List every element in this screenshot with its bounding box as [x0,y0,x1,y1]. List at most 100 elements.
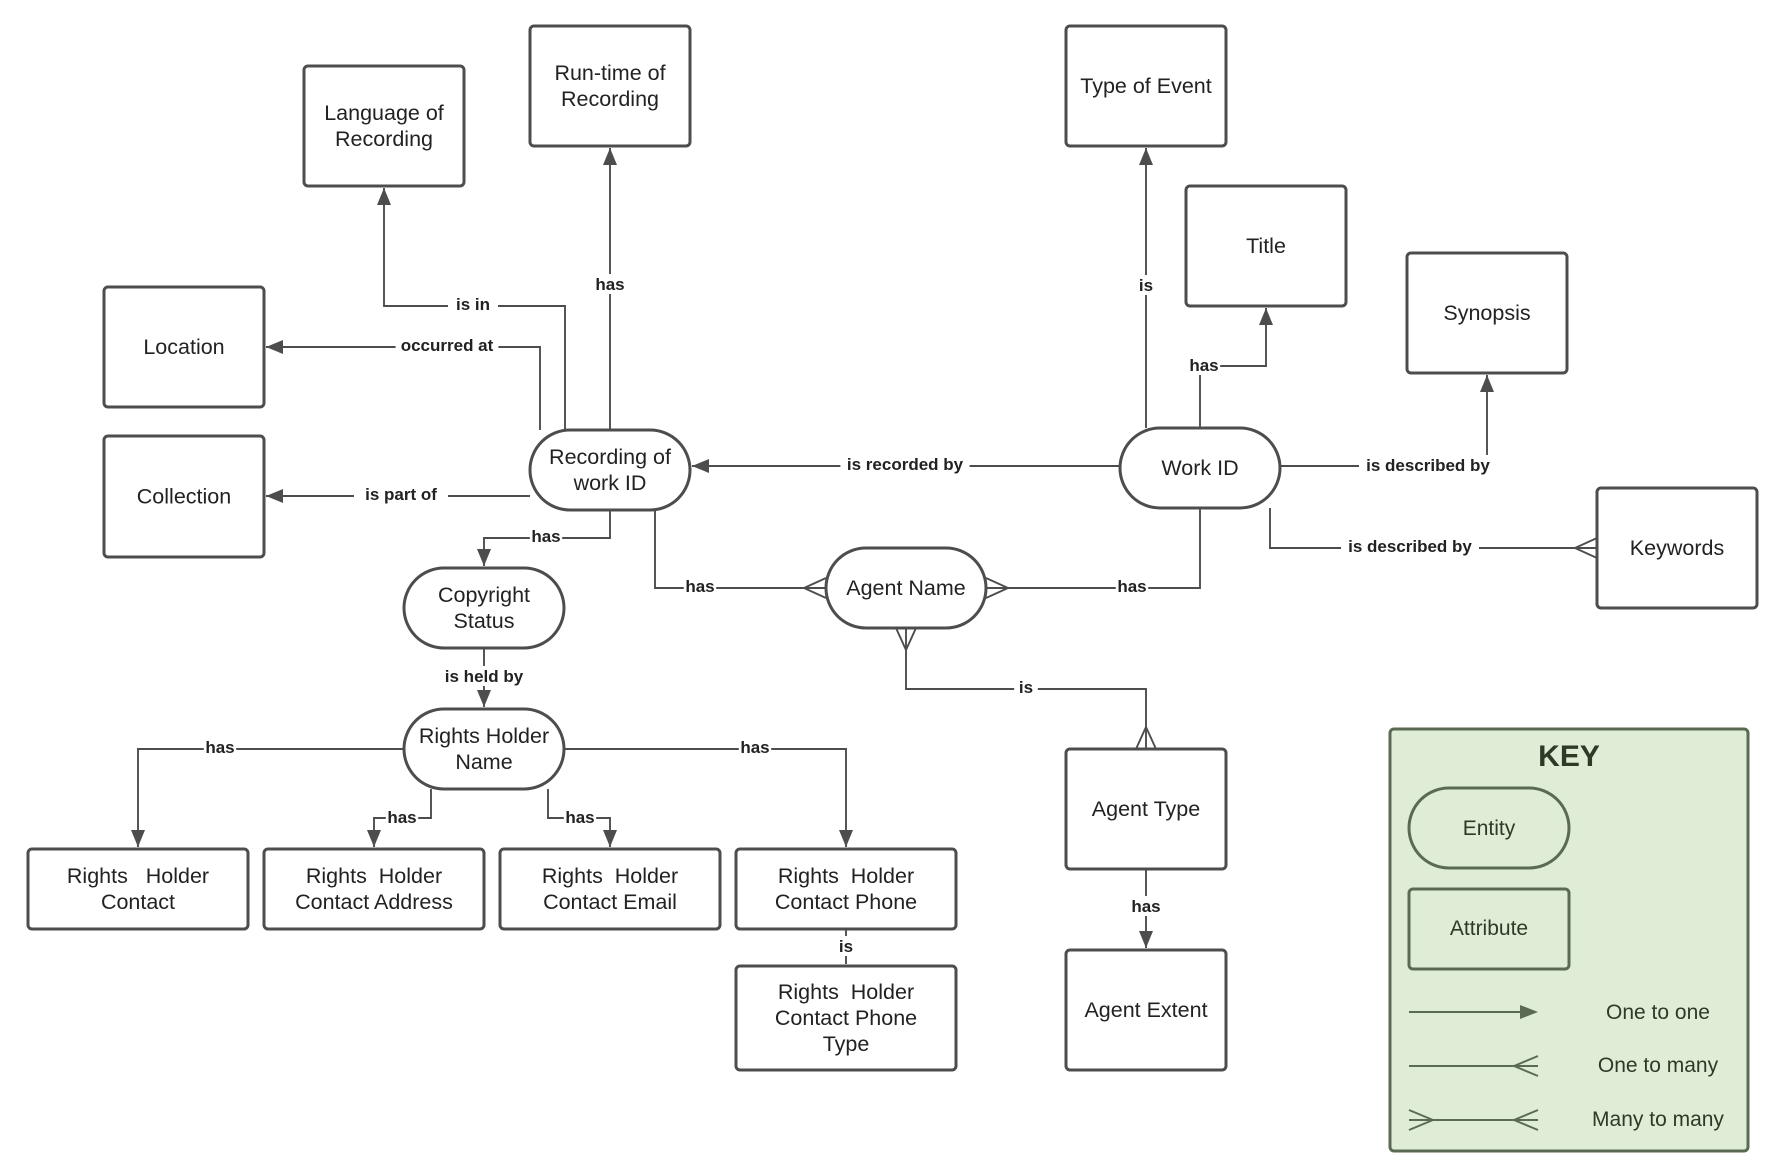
edge-work-agent: has [985,508,1201,599]
node-label-line: Rights Holder [778,980,914,1004]
key-one-to-many: One to many [1409,1054,1719,1077]
attribute-collection: Collection [102,434,266,559]
arrowhead [603,148,617,165]
entity-shape [528,428,692,512]
arrowhead [367,830,381,847]
arrowhead [1139,931,1153,948]
entity-agent-name: Agent Name [824,546,988,630]
arrowhead [1259,308,1273,325]
attribute-shape [498,847,722,931]
attribute-shape [302,64,466,188]
edge-label: has [740,738,769,757]
key-title: KEY [1538,740,1600,773]
attribute-shape [734,964,958,1072]
edge-label: is [839,937,853,956]
edge-label-background [437,666,531,686]
edge-label-background [1359,455,1497,475]
edge-label-background [203,737,237,757]
edge-recording-runtime: has [593,148,627,430]
edge-label-background [354,484,448,504]
node-label-line: Recording [561,87,659,111]
edge-label: has [595,275,624,294]
node-label-line: Rights Holder [542,864,678,888]
edge-label-background [1341,536,1479,556]
edge-line [564,748,847,847]
edge-label: is recorded by [847,455,964,474]
node-label-line: Status [454,609,515,633]
edge-line [654,510,826,589]
key-attribute-label: Attribute [1450,917,1528,940]
edge-label-background [1187,355,1221,375]
crowfoot-start [895,627,917,653]
edge-work-recording: is recorded by [692,454,1120,474]
arrowhead [377,188,391,205]
node-label-line: Recording of [549,445,671,469]
edge-label-background [1129,896,1163,916]
key-legend: KEY Entity Attribute One to one One to m… [1388,727,1750,1153]
edge-holder-contact: has [131,737,404,847]
edge-recording-language: is in [377,188,566,430]
node-label-line: Contact Phone [775,1006,917,1030]
edge-label-background [834,936,858,956]
attribute-title: Title [1184,184,1348,308]
key-entity-sample: Entity [1407,786,1571,870]
edge-line [266,346,541,430]
edge-work-title: has [1187,308,1273,428]
edge-label-background [840,454,970,474]
edge-label: is in [456,295,490,314]
edge-label-background [1134,275,1158,295]
entity-shape [1118,426,1282,510]
edge-label: has [531,527,560,546]
arrowhead [1139,148,1153,165]
attribute-location: Location [102,285,266,409]
key-one-to-many-label: One to many [1598,1054,1719,1077]
edge-work-synopsis: is described by [1280,375,1497,475]
arrowhead [839,830,853,847]
edge-recording-agent: has [654,510,827,599]
attribute-keywords: Keywords [1595,486,1759,610]
attribute-shape [102,434,266,559]
attribute-shape [1064,948,1228,1072]
edge-holder-address: has [367,789,432,847]
arrowhead [1480,375,1494,392]
edge-work-keywords: is described by [1269,508,1598,559]
edge-line [1199,308,1267,428]
node-label-line: Agent Name [846,576,966,600]
edge-line [1280,375,1488,467]
key-one-to-one-label: One to one [1606,1001,1710,1024]
attribute-shape [1064,24,1228,148]
node-label-line: Run-time of [554,61,665,85]
entity-work-id: Work ID [1118,426,1282,510]
key-one-to-one: One to one [1409,1001,1710,1024]
attribute-shape [26,847,250,931]
attribute-shape [102,285,266,409]
arrowhead [477,549,491,566]
node-label-line: Recording [335,127,433,151]
edge-label: occurred at [401,336,494,355]
edge-label: is held by [445,667,524,686]
edge-copyright-rights-holder: is held by [437,648,531,707]
edge-agent-agent-type: is [895,627,1157,750]
crowfoot-end [1572,537,1598,559]
key-many-to-many-crowfoot-left [1408,1109,1436,1131]
edge-recording-location: occurred at [266,335,541,430]
attribute-type-of-event: Type of Event [1064,24,1228,148]
node-label-line: Keywords [1630,536,1724,560]
edge-label-background [385,807,419,827]
edge-label: has [1117,577,1146,596]
arrowhead [692,459,709,473]
edge-label: has [387,808,416,827]
crowfoot-end [985,577,1011,599]
edge-label: is [1019,678,1033,697]
node-label-line: Work ID [1161,456,1238,480]
attribute-shape [1595,486,1759,610]
